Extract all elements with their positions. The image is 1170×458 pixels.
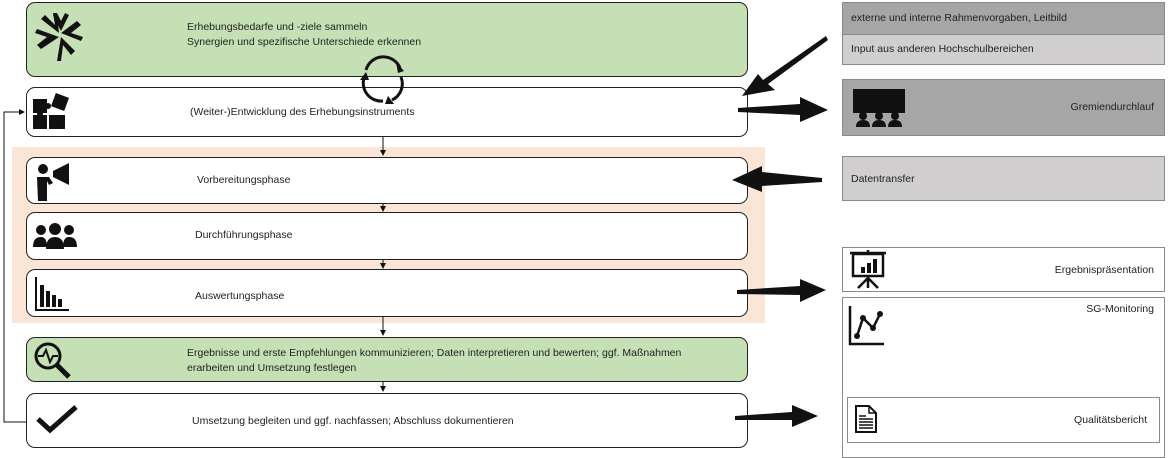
communicate-results-box: Ergebnisse und erste Empfehlungen kommun… xyxy=(26,337,748,382)
communicate-line-1: Ergebnisse und erste Empfehlungen kommun… xyxy=(187,347,682,359)
input-box: Input aus anderen Hochschulbereichen xyxy=(842,34,1165,65)
data-transfer-label: Datentransfer xyxy=(851,173,915,185)
cycle-arrowhead xyxy=(396,62,404,73)
collect-line-2: Synergien und spezifische Unterschiede e… xyxy=(187,36,422,48)
checkmark-icon xyxy=(36,405,78,434)
hands-circle-icon xyxy=(35,13,83,61)
preparation-phase-box: Vorbereitungsphase xyxy=(26,157,748,204)
evaluation-label: Auswertungsphase xyxy=(195,290,285,302)
committee-label: Gremiendurchlauf xyxy=(1070,101,1154,113)
megaphone-person-icon xyxy=(37,163,69,201)
communicate-line-2: erarbeiten und Umsetzung festlegen xyxy=(187,362,357,374)
development-to-committee-arrow xyxy=(738,97,828,122)
framework-label: externe und interne Rahmenvorgaben, Leit… xyxy=(851,12,1067,24)
implementation-to-report-arrow xyxy=(735,405,818,427)
quality-report-box: Qualitätsbericht xyxy=(847,397,1160,443)
input-label: Input aus anderen Hochschulbereichen xyxy=(851,43,1034,55)
collect-needs-box: Erhebungsbedarfe und -ziele sammeln Syne… xyxy=(26,2,748,77)
collect-line-1: Erhebungsbedarfe und -ziele sammeln xyxy=(187,21,368,33)
develop-label: (Weiter-)Entwicklung des Erhebungsinstru… xyxy=(190,106,415,118)
conduct-phase-box: Durchführungsphase xyxy=(26,212,748,260)
monitoring-label: SG-Monitoring xyxy=(1086,303,1154,315)
presentation-box: Ergebnispräsentation xyxy=(842,247,1165,292)
implementation-box: Umsetzung begleiten und ggf. nachfassen;… xyxy=(26,393,748,448)
line-chart-icon xyxy=(848,306,884,346)
data-transfer-box: Datentransfer xyxy=(842,156,1165,201)
develop-instrument-box: (Weiter-)Entwicklung des Erhebungsinstru… xyxy=(26,87,748,137)
preparation-label: Vorbereitungsphase xyxy=(197,174,291,186)
monitoring-box: SG-Monitoring Qualitätsbericht xyxy=(842,297,1165,458)
input-to-development-arrow xyxy=(742,36,828,96)
group-people-icon xyxy=(33,223,77,249)
conduct-label: Durchführungsphase xyxy=(195,229,293,241)
evaluation-phase-box: Auswertungsphase xyxy=(26,269,748,317)
evaluation-to-presentation-arrow xyxy=(737,279,826,302)
data-transfer-arrow xyxy=(732,166,822,192)
feedback-loop-arrow xyxy=(3,109,26,423)
presentation-board-icon xyxy=(850,250,886,289)
bar-chart-icon xyxy=(35,277,69,311)
presentation-label: Ergebnispräsentation xyxy=(1054,264,1154,276)
cycle-arrowhead xyxy=(385,96,394,104)
committee-box: Gremiendurchlauf xyxy=(842,79,1165,136)
audience-screen-icon xyxy=(853,89,905,127)
quality-report-label: Qualitätsbericht xyxy=(1074,414,1147,426)
cycle-arrowhead xyxy=(360,72,369,80)
magnifier-pulse-icon xyxy=(34,342,71,379)
document-icon xyxy=(855,405,877,433)
implementation-label: Umsetzung begleiten und ggf. nachfassen;… xyxy=(192,415,514,427)
puzzle-icon xyxy=(33,93,69,129)
